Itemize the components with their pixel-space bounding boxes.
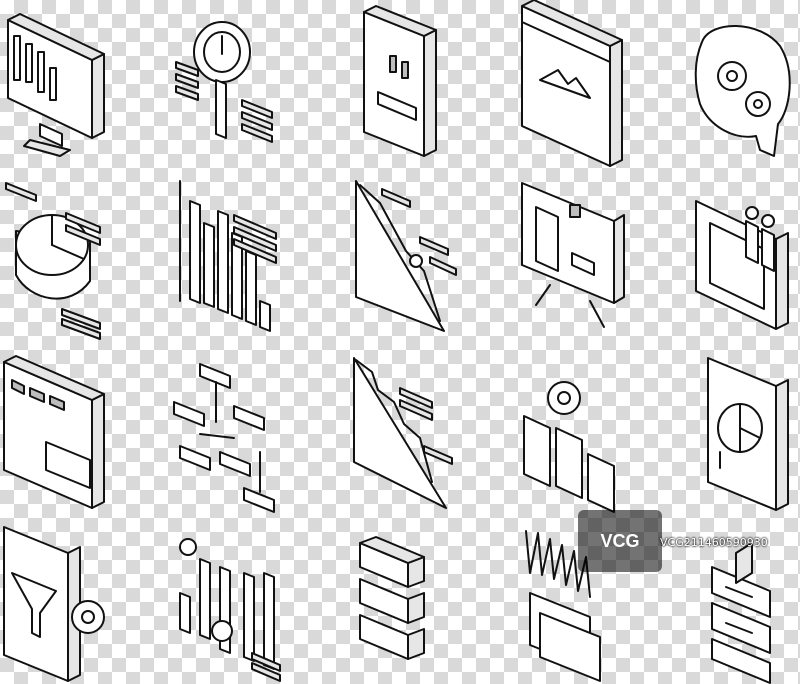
- watermark-caption: VCG211460590930: [660, 536, 768, 549]
- stepped-decline-chart-icon: [320, 342, 480, 513]
- file-tray-icon: [640, 513, 800, 684]
- crowd-group-icon: [480, 513, 640, 684]
- report-pie-document-icon: [640, 342, 800, 513]
- monitor-bar-chart-icon: [0, 0, 160, 171]
- easel-presentation-icon: [480, 171, 640, 342]
- magnifier-power-icon: [160, 0, 320, 171]
- web-layout-icon: [0, 342, 160, 513]
- triangle-decline-chart-icon: [320, 171, 480, 342]
- pie-chart-segments-icon: [0, 171, 160, 342]
- funnel-gear-document-icon: [0, 513, 160, 684]
- server-stack-icon: [320, 513, 480, 684]
- network-flowchart-icon: [160, 342, 320, 513]
- head-gears-icon: [640, 0, 800, 171]
- data-analysis-bars-icon: [160, 513, 320, 684]
- bar-graph-icon: [160, 171, 320, 342]
- tablet-document-icon: [320, 0, 480, 171]
- watermark-logo: VCG: [578, 510, 662, 572]
- laptop-people-icon: [640, 171, 800, 342]
- browser-image-icon: [480, 0, 640, 171]
- team-gear-icon: [480, 342, 640, 513]
- watermark-logo-text: VCG: [600, 530, 640, 551]
